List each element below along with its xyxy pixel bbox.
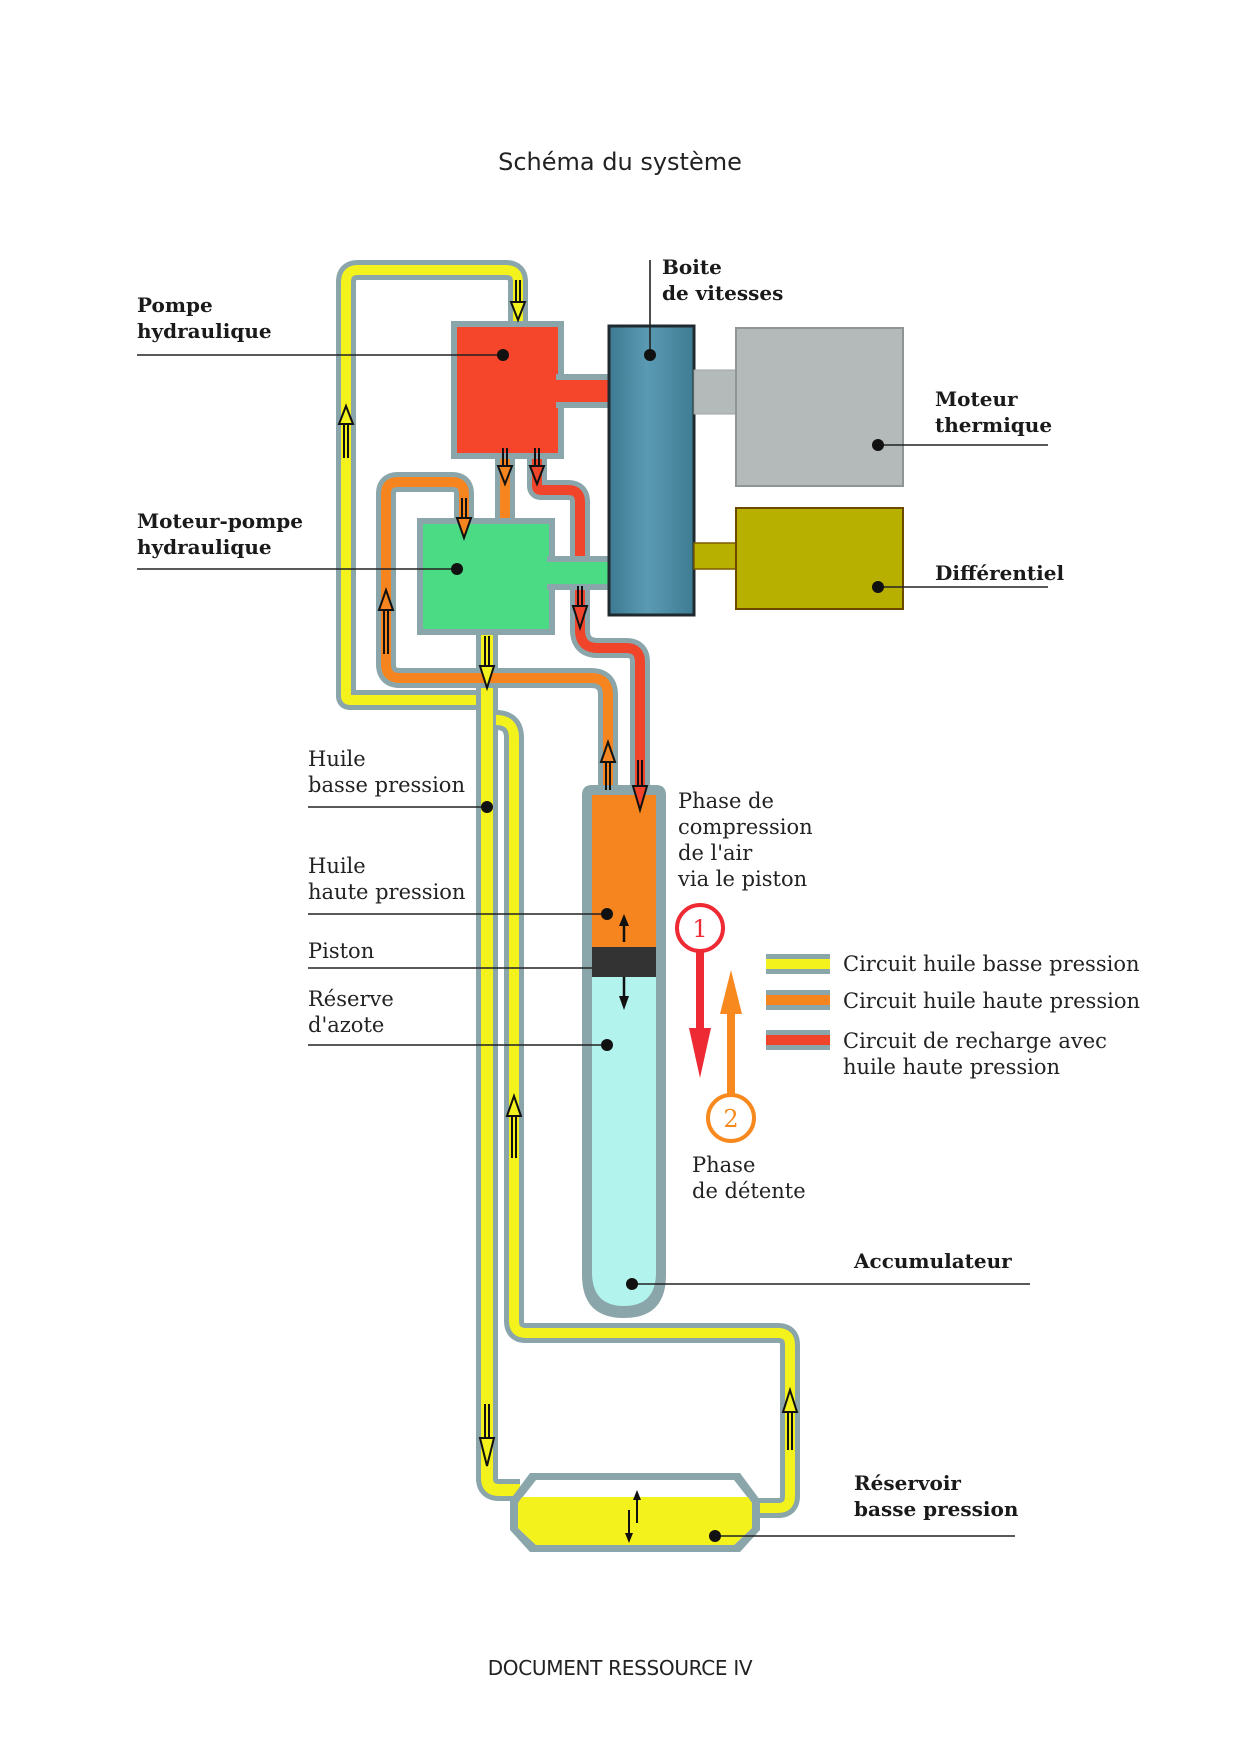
- flow-arrow-down: [631, 760, 649, 814]
- svg-text:Phase: Phase: [692, 1153, 755, 1177]
- flow-arrow-down: [478, 636, 496, 692]
- piston-block: [592, 947, 656, 977]
- svg-text:Moteur-pompe: Moteur-pompe: [137, 509, 303, 533]
- svg-text:Moteur: Moteur: [935, 387, 1018, 411]
- phase-1-indicator: 1: [675, 903, 725, 1078]
- svg-text:Huile: Huile: [308, 747, 366, 771]
- flow-arrows: [337, 280, 799, 1467]
- accumulator: [582, 785, 666, 1318]
- label-moteur-thermique: Moteur thermique: [935, 387, 1052, 437]
- svg-text:via le piston: via le piston: [677, 867, 807, 891]
- phase-1-number: 1: [692, 915, 707, 943]
- svg-text:thermique: thermique: [935, 413, 1052, 437]
- thermal-engine: [693, 327, 904, 487]
- legend-swatch-high: [766, 995, 830, 1005]
- svg-text:de détente: de détente: [692, 1179, 806, 1203]
- svg-text:Accumulateur: Accumulateur: [853, 1249, 1012, 1273]
- label-reserve-azote: Réserve d'azote: [308, 987, 394, 1037]
- label-boite-vitesses: Boite de vitesses: [662, 255, 783, 305]
- flow-arrow-up: [377, 586, 395, 654]
- svg-text:hydraulique: hydraulique: [137, 319, 272, 343]
- leader-lines: [137, 260, 1048, 1542]
- label-differentiel: Différentiel: [935, 561, 1064, 585]
- label-moteur-pompe: Moteur-pompe hydraulique: [137, 509, 303, 559]
- svg-text:huile haute pression: huile haute pression: [843, 1055, 1060, 1079]
- flow-arrow-down: [509, 280, 527, 323]
- legend-swatch-low: [766, 959, 830, 969]
- legend-swatch-recharge: [766, 1035, 830, 1045]
- flow-arrow-up: [781, 1386, 799, 1450]
- label-accumulateur: Accumulateur: [853, 1249, 1012, 1273]
- svg-text:Huile: Huile: [308, 854, 366, 878]
- legend: Circuit huile basse pression Circuit hui…: [766, 952, 1140, 1079]
- label-huile-haute-pression: Huile haute pression: [308, 854, 465, 904]
- svg-text:de l'air: de l'air: [678, 841, 753, 865]
- svg-text:Circuit de recharge avec: Circuit de recharge avec: [843, 1029, 1107, 1053]
- svg-text:hydraulique: hydraulique: [137, 535, 272, 559]
- flow-arrow-up: [505, 1092, 523, 1158]
- label-huile-basse-pression: Huile basse pression: [308, 747, 465, 797]
- svg-text:Réserve: Réserve: [308, 987, 394, 1011]
- svg-text:Boite: Boite: [662, 255, 722, 279]
- flow-arrow-down: [528, 448, 546, 487]
- page-title: Schéma du système: [498, 148, 742, 176]
- motor-pump: [417, 518, 609, 635]
- svg-text:Pompe: Pompe: [137, 293, 213, 317]
- label-phase-compression: Phase de compression de l'air via le pis…: [677, 789, 813, 891]
- low-pressure-circuit: [336, 260, 800, 1518]
- document-footer: DOCUMENT RESSOURCE IV: [487, 1656, 753, 1680]
- svg-text:Circuit huile basse pression: Circuit huile basse pression: [843, 952, 1140, 976]
- svg-text:Phase de: Phase de: [678, 789, 774, 813]
- svg-text:basse pression: basse pression: [854, 1497, 1019, 1521]
- phase-2-indicator: 2: [706, 970, 756, 1143]
- label-piston: Piston: [308, 939, 374, 963]
- svg-text:d'azote: d'azote: [308, 1013, 384, 1037]
- label-reservoir: Réservoir basse pression: [854, 1471, 1019, 1521]
- legend-item-recharge: Circuit de recharge avec huile haute pre…: [766, 1029, 1107, 1079]
- svg-text:Différentiel: Différentiel: [935, 561, 1064, 585]
- svg-text:Circuit huile haute pression: Circuit huile haute pression: [843, 989, 1140, 1013]
- hydraulic-pump: [451, 321, 608, 459]
- svg-text:de vitesses: de vitesses: [662, 281, 783, 305]
- svg-text:haute pression: haute pression: [308, 880, 465, 904]
- svg-text:Réservoir: Réservoir: [854, 1471, 961, 1495]
- label-phase-detente: Phase de détente: [692, 1153, 806, 1203]
- flow-arrow-up: [337, 403, 355, 458]
- nitrogen-reserve: [592, 976, 656, 1306]
- flow-arrow-down: [571, 586, 589, 632]
- legend-item-low-pressure: Circuit huile basse pression: [766, 952, 1140, 976]
- phase-2-number: 2: [723, 1105, 738, 1133]
- svg-text:Piston: Piston: [308, 939, 374, 963]
- svg-text:basse pression: basse pression: [308, 773, 465, 797]
- legend-item-high-pressure: Circuit huile haute pression: [766, 989, 1140, 1013]
- low-pressure-reservoir: [510, 1473, 760, 1552]
- svg-text:compression: compression: [678, 815, 813, 839]
- label-pompe-hydraulique: Pompe hydraulique: [137, 293, 272, 343]
- flow-arrow-up: [599, 738, 617, 790]
- flow-arrow-down: [478, 1404, 496, 1467]
- flow-arrow-down: [496, 448, 514, 487]
- differential: [693, 507, 904, 610]
- gearbox: [607, 324, 696, 617]
- flow-arrow-down: [455, 498, 473, 542]
